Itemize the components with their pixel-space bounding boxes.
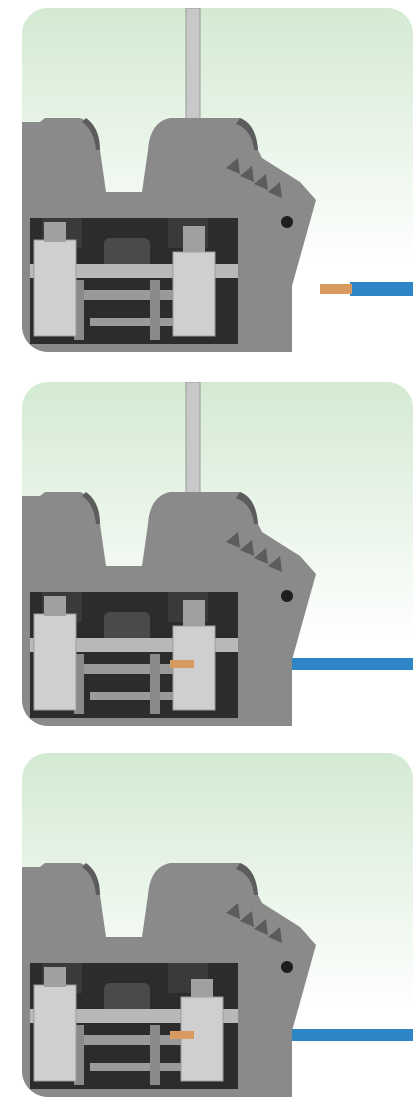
left-clamp-screw: [44, 967, 66, 987]
right-clamp-screw: [191, 979, 213, 997]
screwdriver-shaft: [186, 382, 200, 504]
panel-step-3: [0, 745, 413, 1097]
lower-rail: [76, 290, 188, 300]
wire-conductor: [170, 1031, 194, 1039]
wire-insulation: [350, 282, 413, 296]
housing-rivet: [281, 216, 293, 228]
wire-insulation: [292, 658, 413, 670]
housing-rivet: [281, 590, 293, 602]
wire-insulation: [292, 1029, 413, 1041]
right-clamp-screw: [183, 600, 205, 626]
right-divider: [150, 1025, 160, 1085]
right-clamp: [173, 252, 215, 336]
left-clamp: [34, 614, 76, 710]
panel-step-2: [0, 374, 413, 726]
right-clamp-screw: [183, 226, 205, 252]
panel-step-1: [0, 0, 413, 352]
lower-rail-2: [90, 318, 182, 326]
wire-conductor: [170, 660, 194, 668]
wire-conductor: [320, 284, 352, 294]
right-divider: [150, 280, 160, 340]
left-clamp: [34, 240, 76, 336]
left-clamp-screw: [44, 222, 66, 242]
lower-rail-2: [90, 692, 182, 700]
screwdriver-shaft: [186, 8, 200, 130]
left-clamp: [34, 985, 76, 1081]
right-divider: [150, 654, 160, 714]
left-clamp-screw: [44, 596, 66, 616]
lower-rail-2: [90, 1063, 182, 1071]
housing-rivet: [281, 961, 293, 973]
